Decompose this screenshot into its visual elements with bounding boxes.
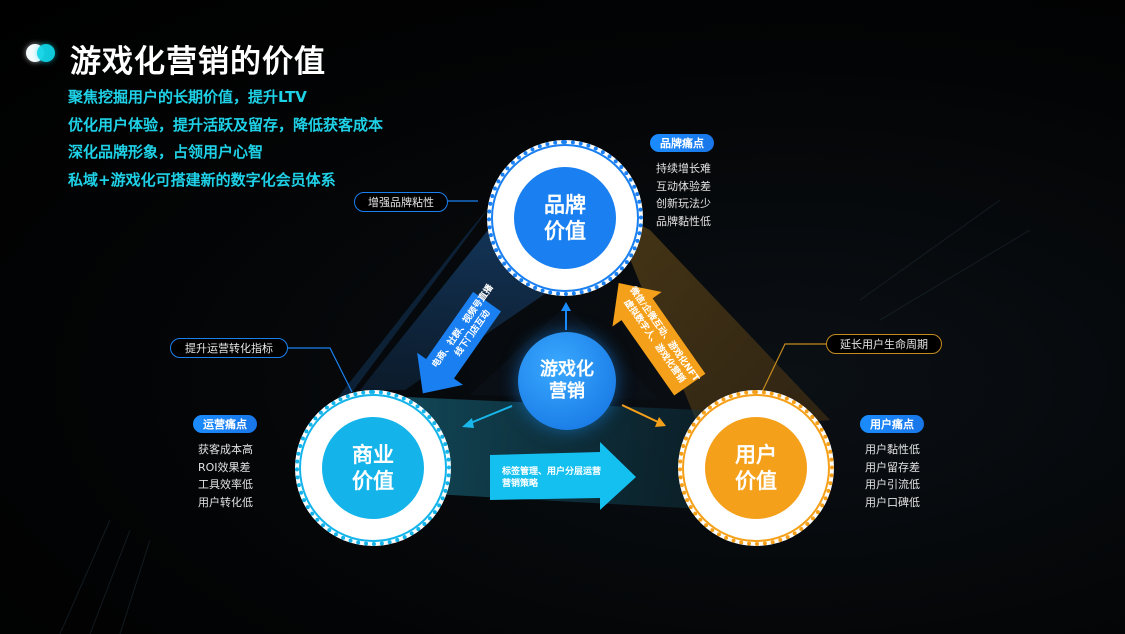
pain-item: 创新玩法少 [656,197,711,210]
business-pain-title: 运营痛点 [193,415,257,433]
page-title: 游戏化营销的价值 [70,44,326,80]
user-tag: 延长用户生命周期 [826,334,942,354]
business-pain-list: 获客成本高 ROI效果差 工具效率低 用户转化低 [198,441,253,511]
bullet-item: 聚焦挖掘用户的长期价值，提升LTV [68,88,307,106]
summary-bullets: 聚焦挖掘用户的长期价值，提升LTV 优化用户体验，提升活跃及留存，降低获客成本 … [68,87,383,197]
user-pain-title: 用户痛点 [860,415,924,433]
gamified-marketing-center: 游戏化营销 [518,332,616,430]
center-line2: 营销 [549,381,585,402]
bullet-item: 私域+游戏化可搭建新的数字化会员体系 [68,170,336,189]
pain-item: 互动体验差 [656,179,711,193]
pain-item: 用户转化低 [198,495,253,509]
pain-item: 工具效率低 [198,478,253,491]
pain-item: 用户口碑低 [865,495,920,509]
brand-value-node: 品牌价值 [487,140,643,296]
bullet-item: 优化用户体验，提升活跃及留存，降低获客成本 [68,115,384,134]
logo-dots-icon [26,44,56,62]
center-line1: 游戏化 [540,358,594,380]
bullet-item: 深化品牌形象，占领用户心智 [68,143,264,161]
pain-item: ROI效果差 [198,460,251,474]
pain-item: 用户引流低 [865,478,920,491]
user-value-node: 用户价值 [678,390,834,546]
brand-pain-list: 持续增长难 互动体验差 创新玩法少 品牌黏性低 [656,160,711,230]
business-value-line2: 价值 [352,469,394,493]
brand-value-line1: 品牌 [544,192,586,217]
pain-item: 获客成本高 [198,443,253,456]
brand-pain-title: 品牌痛点 [650,134,714,152]
user-value-line2: 价值 [735,469,777,493]
pain-item: 品牌黏性低 [656,214,711,228]
business-tag: 提升运营转化指标 [170,338,288,358]
business-value-node: 商业价值 [295,390,451,546]
business-value-line1: 商业 [352,442,394,467]
user-value-line1: 用户 [735,442,777,467]
pain-item: 用户留存差 [865,460,920,474]
user-pain-list: 用户黏性低 用户留存差 用户引流低 用户口碑低 [865,441,920,511]
business-to-user-arrow-label: 标签管理、用户分层运营 营销策略 [502,467,602,489]
pain-item: 持续增长难 [656,162,711,175]
brand-tag: 增强品牌粘性 [354,192,448,212]
pain-item: 用户黏性低 [865,443,920,456]
brand-value-line2: 价值 [544,219,586,243]
